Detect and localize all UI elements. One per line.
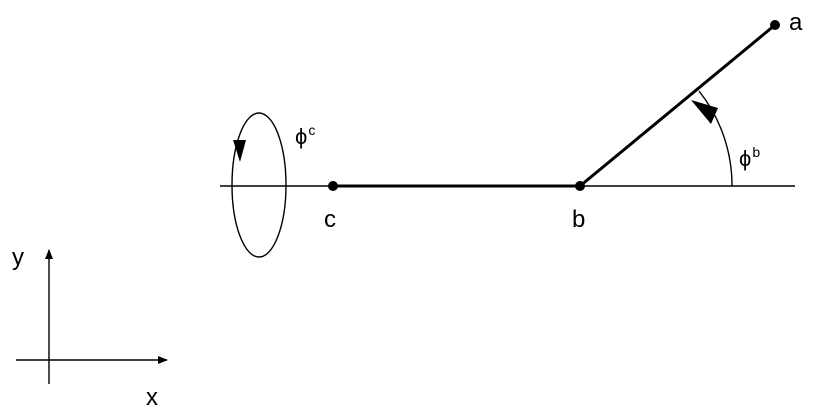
point-b: [575, 181, 585, 191]
axis-label-x: x: [146, 384, 158, 411]
label-c: c: [324, 206, 336, 233]
phi-c-symbol: ϕ: [295, 124, 307, 149]
rotation-arrowhead-phi-c: [233, 140, 246, 162]
angle-arrowhead-phi-b: [691, 100, 718, 124]
label-phi-b: ϕb: [739, 144, 760, 171]
label-phi-c: ϕc: [295, 122, 315, 149]
label-b: b: [572, 206, 585, 233]
rotation-ellipse-phi-c: [231, 112, 287, 258]
angle-arc-phi-b: [698, 90, 733, 187]
link-ba: [579, 23, 776, 188]
phi-c-superscript: c: [308, 122, 315, 138]
point-a: [770, 20, 780, 30]
point-c: [328, 181, 338, 191]
phi-b-symbol: ϕ: [739, 146, 751, 171]
label-a: a: [789, 9, 803, 36]
phi-b-superscript: b: [752, 144, 760, 160]
axis-label-y: y: [12, 244, 24, 271]
